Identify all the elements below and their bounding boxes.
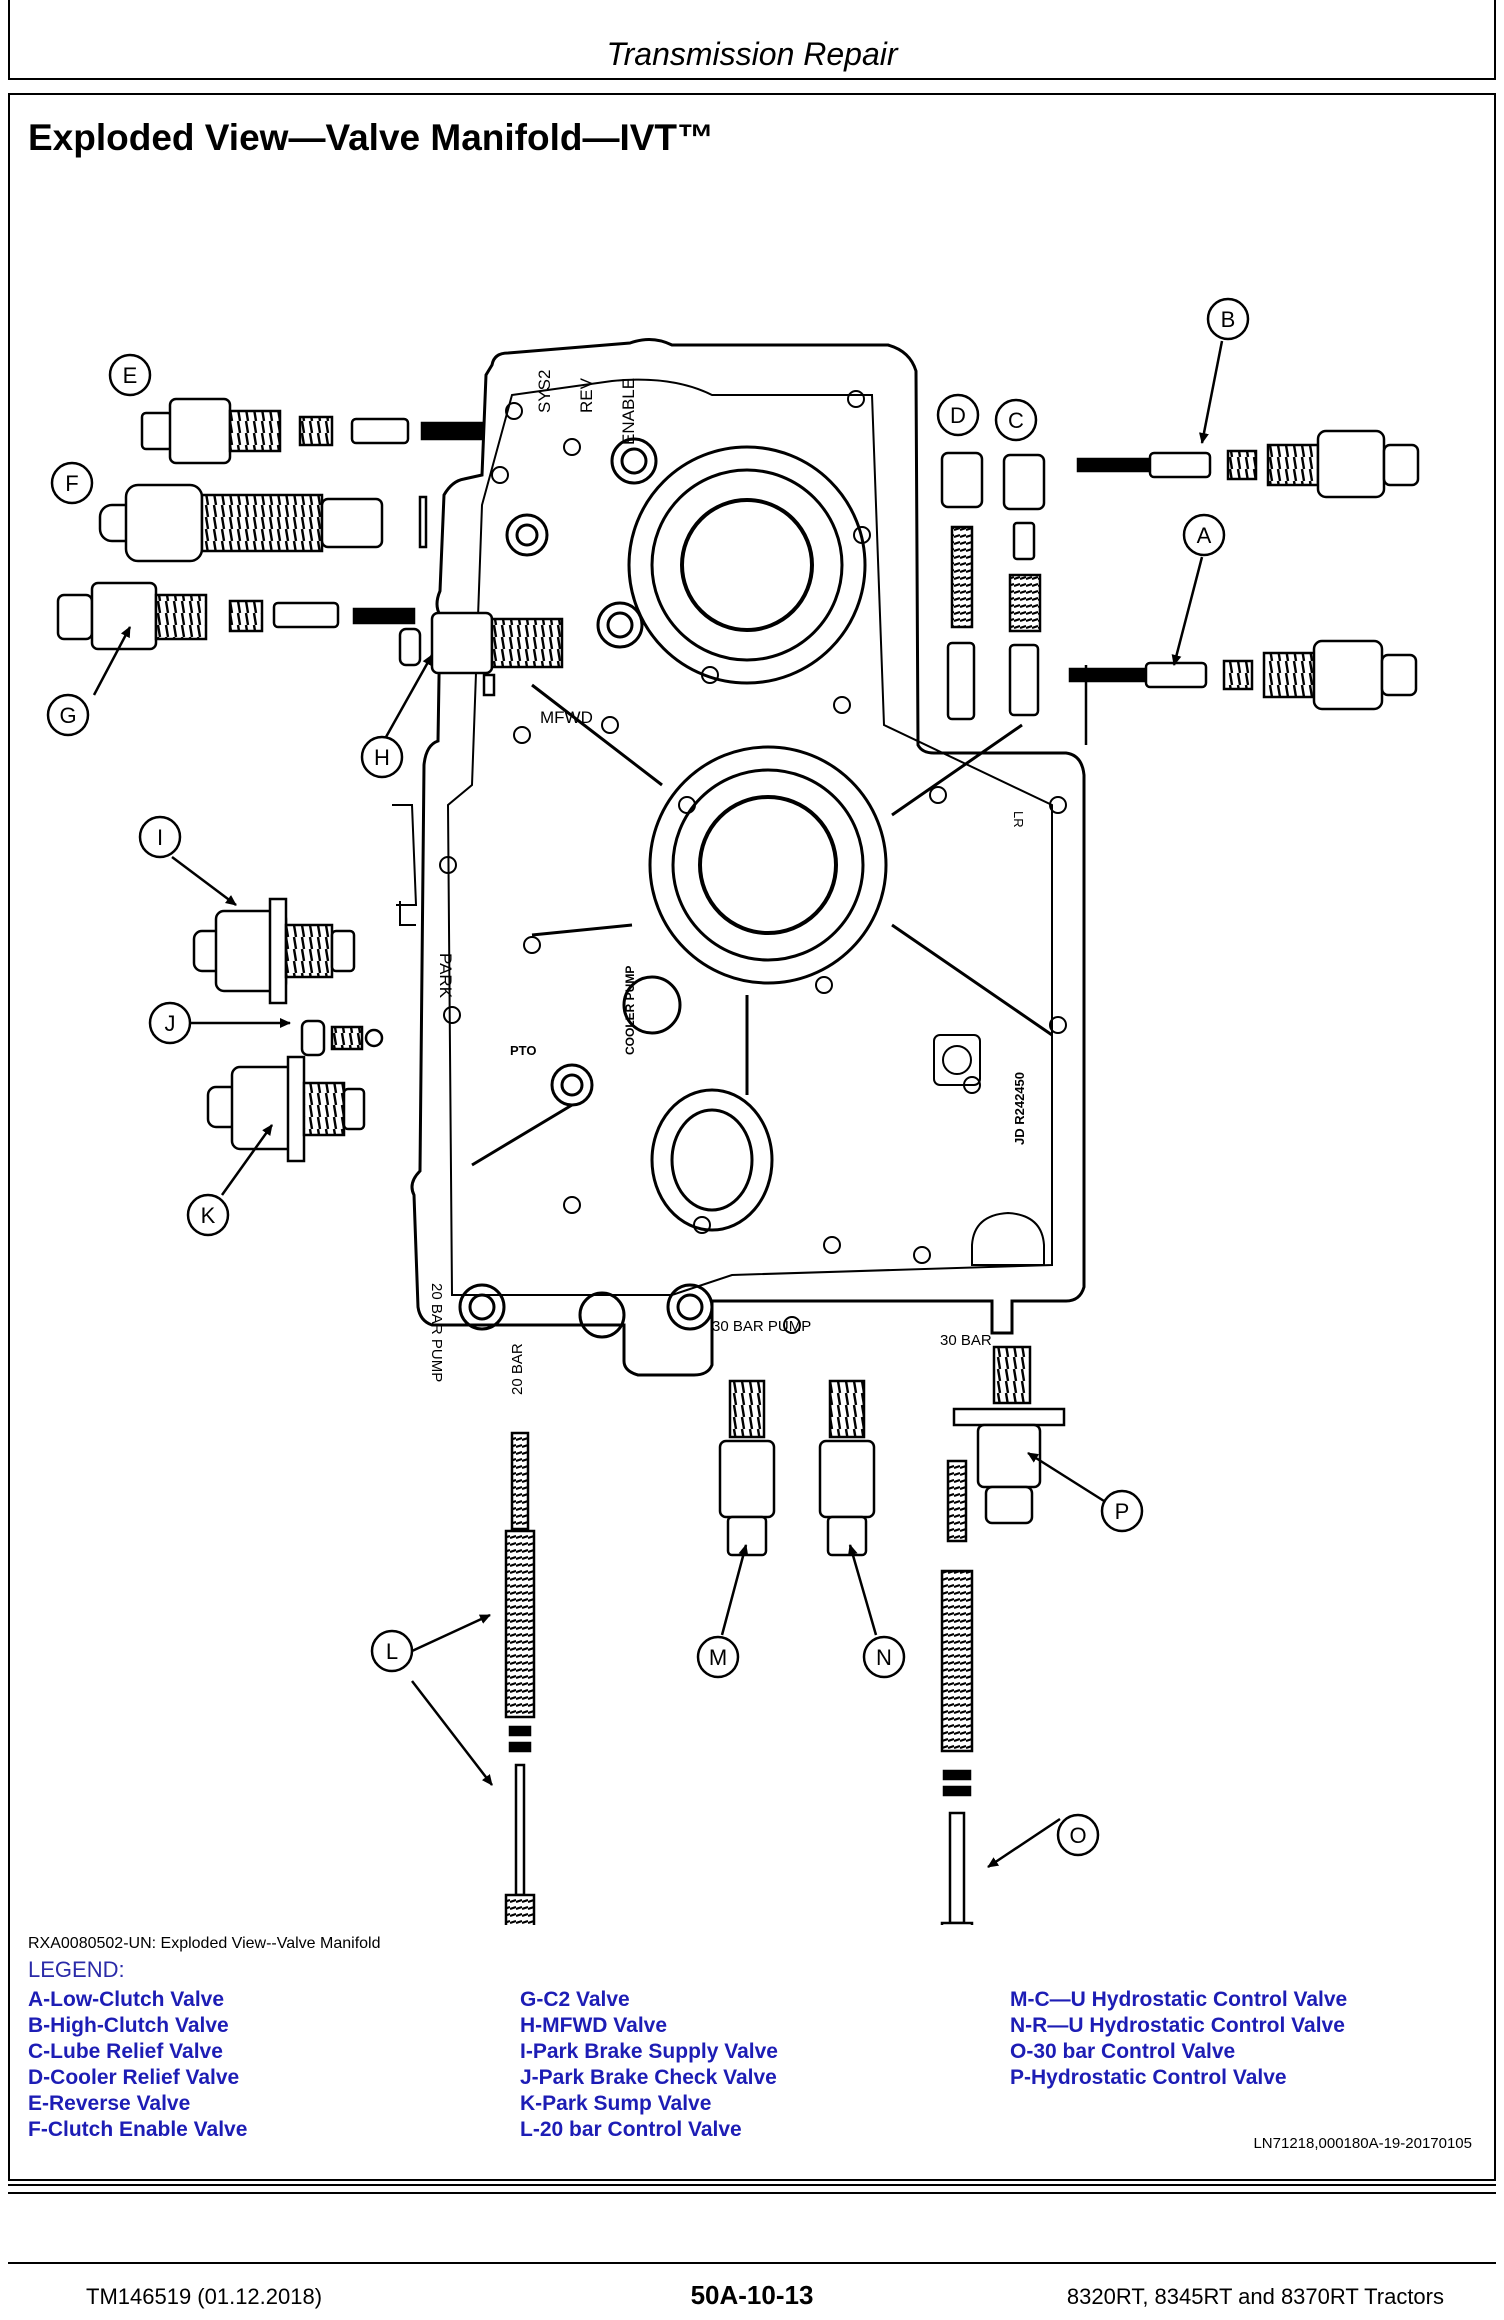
footer-manual-id: TM146519 (01.12.2018) [86,2284,323,2309]
label-pto: PTO [510,1043,537,1058]
document-reference: LN71218,000180A-19-20170105 [1253,2135,1472,2152]
callout-e: E [123,363,138,388]
page-heading: Exploded View—Valve Manifold—IVT™ [28,117,715,158]
label-park: PARK [436,953,455,999]
footer-rule-top [8,2184,1496,2186]
legend-item: G-C2 Valve [520,1988,630,2011]
callout-l: L [386,1639,398,1664]
legend-item: I-Park Brake Supply Valve [520,2040,778,2063]
label-sys2: SYS2 [535,370,554,413]
label-mfwd: MFWD [540,708,593,727]
content-frame: Exploded View—Valve Manifold—IVT™ [8,93,1496,2181]
valve-g-c2 [56,581,416,651]
callout-a: A [1197,523,1212,548]
legend-item: E-Reverse Valve [28,2092,191,2115]
legend-column-2: G-C2 Valve H-MFWD Valve I-Park Brake Sup… [520,1987,778,2143]
valve-l-20-bar-control [504,1431,536,2067]
valve-n-ru-hydrostatic-control [818,1379,876,1557]
valve-b-high-clutch [1076,429,1420,499]
valve-f-clutch-enable [98,483,428,563]
label-20-bar-pump: 20 BAR PUMP [428,1283,445,1382]
valve-p-hydrostatic-control [952,1345,1066,1525]
legend-column-3: M-C—U Hydrostatic Control Valve N-R—U Hy… [1010,1987,1347,2091]
legend-item: M-C—U Hydrostatic Control Valve [1010,1988,1348,2011]
valve-m-cu-hydrostatic-control [718,1379,776,1557]
valve-h-mfwd [398,611,564,697]
callout-h: H [374,745,390,770]
figure-id: RXA0080502-UN: Exploded View--Valve Mani… [28,1935,381,1952]
exploded-view-figure: SYS2 REV ENABLE MFWD PARK PTO COOLER PUM… [12,205,1492,2071]
manifold-body [392,338,1086,1377]
legend-column-1: A-Low-Clutch Valve B-High-Clutch Valve C… [28,1987,247,2143]
legend-item: N-R—U Hydrostatic Control Valve [1010,2014,1345,2037]
valve-manifold-diagram: SYS2 REV ENABLE MFWD PARK PTO COOLER PUM… [46,297,1420,2071]
callout-c: C [1008,408,1024,433]
callout-b: B [1221,307,1236,332]
label-cooler-pump: COOLER PUMP [623,966,637,1055]
callout-d: D [950,403,966,428]
callout-i: I [157,825,163,850]
legend-item: C-Lube Relief Valve [28,2040,223,2063]
callout-circles [46,297,1250,1857]
callout-f: F [65,471,78,496]
footer-rule-page [8,2262,1496,2264]
legend-item: O-30 bar Control Valve [1010,2040,1236,2063]
valve-e-reverse [140,397,484,465]
valve-k-park-sump [206,1055,366,1163]
valve-d-cooler-relief [940,451,984,721]
callout-j: J [165,1011,176,1036]
callout-k: K [201,1203,216,1228]
valve-o-30-bar-control [938,1459,976,2071]
valve-c-lube-relief [1002,453,1046,717]
footer-models: 8320RT, 8345RT and 8370RT Tractors [1066,2284,1444,2309]
label-20-bar: 20 BAR [509,1343,526,1395]
legend-item: K-Park Sump Valve [520,2092,712,2115]
valve-a-low-clutch [1068,639,1418,711]
legend-item: P-Hydrostatic Control Valve [1010,2066,1287,2089]
label-30-bar: 30 BAR [940,1332,992,1349]
callout-o: O [1069,1823,1086,1848]
label-30-bar-pump: 30 BAR PUMP [712,1318,811,1335]
legend-item: F-Clutch Enable Valve [28,2118,248,2141]
legend-title: LEGEND: [28,1957,125,1982]
legend-item: A-Low-Clutch Valve [28,1988,225,2011]
valve-j-park-brake-check [300,1019,384,1057]
callout-p: P [1115,1499,1130,1524]
footer-rule-bottom [8,2192,1496,2194]
legend-item: L-20 bar Control Valve [520,2118,742,2141]
label-rev: REV [577,377,596,413]
footer-page-number: 50A-10-13 [690,2280,814,2310]
legend-item: J-Park Brake Check Valve [520,2066,777,2089]
label-enable: ENABLE [619,378,638,445]
valve-i-park-brake-supply [192,897,356,1005]
label-jd-part: JD R242450 [1012,1072,1027,1145]
callout-g: G [59,703,76,728]
legend-item: B-High-Clutch Valve [28,2014,229,2037]
header-box: Transmission Repair [8,0,1496,80]
callout-n: N [876,1645,892,1670]
leader-arrows [92,340,1224,1869]
legend-item: D-Cooler Relief Valve [28,2066,240,2089]
label-lr: LR [1011,811,1026,828]
callout-m: M [709,1645,727,1670]
section-title: Transmission Repair [606,36,898,72]
legend-item: H-MFWD Valve [520,2014,668,2037]
